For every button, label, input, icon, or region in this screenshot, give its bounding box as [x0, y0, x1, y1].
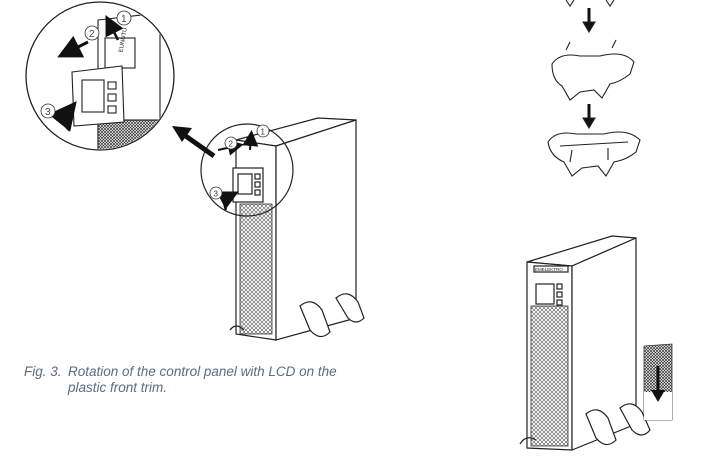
figure-caption: Fig. 3. Rotation of the control panel wit…: [24, 364, 354, 396]
stand-assembly: [547, 0, 641, 177]
small-step-3: 3: [214, 190, 219, 199]
right-device-label: EMELEKTRO: [535, 267, 563, 272]
caption-line-2: plastic front trim.: [68, 380, 168, 395]
zoom-device-label: EUNUTU: [119, 27, 129, 53]
caption-line-1: Rotation of the control panel with LCD o…: [68, 364, 337, 379]
wall-section: [643, 343, 673, 421]
zoom-arrow-head: [172, 126, 192, 142]
big-step-2: 2: [89, 29, 95, 40]
small-step-2: 2: [229, 140, 234, 149]
big-step-1: 1: [121, 14, 127, 25]
small-step-1: 1: [261, 128, 266, 137]
detail-circle-large: EUNUTU 1 2 3: [25, 1, 175, 151]
ups-tower-right: EMELEKTRO: [519, 235, 651, 451]
detail-circle-small: 2 1 3: [200, 123, 294, 217]
big-step-3: 3: [45, 107, 51, 118]
figure-number: Fig. 3.: [24, 364, 62, 379]
ups-tower-left: [229, 117, 365, 341]
